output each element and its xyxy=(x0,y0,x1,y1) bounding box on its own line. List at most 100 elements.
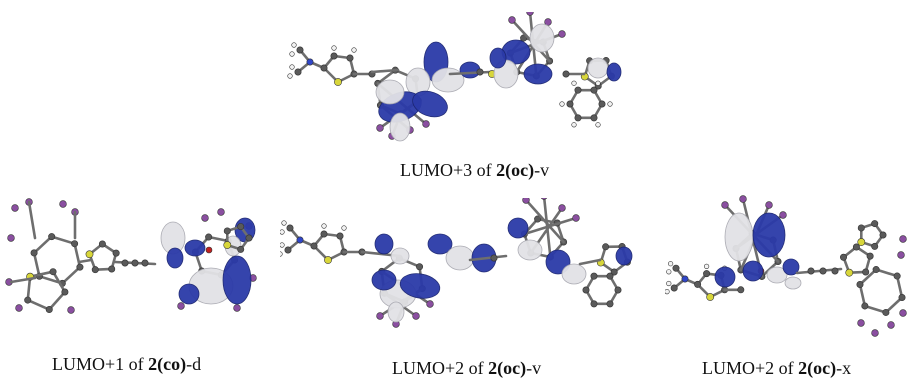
caption-compound: 2(co) xyxy=(148,354,187,374)
carbon-atom xyxy=(703,270,711,278)
orbital-lobe-negative xyxy=(529,23,555,53)
carbon-atom xyxy=(590,114,598,122)
hydrogen-atom xyxy=(703,263,710,269)
sulfur-atom xyxy=(324,256,332,264)
orbital-lobe-negative xyxy=(587,57,609,79)
fluorine-atom xyxy=(422,120,430,128)
orbital-panel-left xyxy=(5,198,275,346)
orbital-lobe-negative xyxy=(445,245,475,271)
orbital-lobe-positive xyxy=(606,62,622,82)
fluorine-atom xyxy=(522,198,530,204)
carbon-atom xyxy=(61,288,69,296)
oxygen-atom xyxy=(205,246,213,254)
bond xyxy=(32,235,53,255)
carbon-atom xyxy=(893,272,901,280)
hydrogen-atom xyxy=(281,220,287,226)
carbon-atom xyxy=(205,233,213,241)
sulfur-atom xyxy=(223,241,232,249)
fluorine-atom xyxy=(558,30,566,38)
hydrogen-atom xyxy=(595,80,601,86)
hydrogen-atom xyxy=(666,269,672,275)
carbon-atom xyxy=(598,100,606,108)
carbon-atom xyxy=(872,266,880,274)
fluorine-atom xyxy=(765,201,773,209)
orbital-lobe-positive xyxy=(714,266,736,288)
carbon-atom xyxy=(121,259,129,267)
fluorine-atom xyxy=(739,195,747,203)
carbon-atom xyxy=(330,52,338,60)
carbon-atom xyxy=(831,267,839,275)
fluorine-atom xyxy=(899,235,907,243)
orbital-lobe-positive xyxy=(742,260,764,282)
caption-prefix: LUMO+3 of xyxy=(400,160,497,180)
orbital-lobe-positive xyxy=(399,273,441,299)
carbon-atom xyxy=(856,280,864,288)
hydrogen-atom xyxy=(280,229,285,235)
carbon-atom xyxy=(737,286,745,294)
carbon-atom xyxy=(670,284,678,292)
carbon-atom xyxy=(336,232,344,240)
carbon-atom xyxy=(49,268,57,276)
orbital-lobe-positive xyxy=(752,212,786,258)
bond xyxy=(523,216,578,236)
orbital-panel-top xyxy=(280,12,630,152)
orbital-lobe-positive xyxy=(782,258,800,276)
carbon-atom xyxy=(602,243,610,251)
orbital-lobe-positive xyxy=(371,269,397,291)
carbon-atom xyxy=(24,296,32,304)
carbon-atom xyxy=(416,263,424,271)
hydrogen-atom xyxy=(571,122,577,128)
orbital-panel-right xyxy=(665,195,909,345)
orbital-lobe-positive xyxy=(178,283,200,305)
carbon-atom xyxy=(590,86,598,94)
carbon-atom xyxy=(852,243,860,251)
hydrogen-atom xyxy=(289,51,295,57)
carbon-atom xyxy=(245,234,253,242)
carbon-atom xyxy=(320,230,328,238)
caption-prefix: LUMO+2 of xyxy=(702,358,799,378)
bond xyxy=(51,270,67,294)
bond xyxy=(9,276,37,284)
orbital-lobe-positive xyxy=(412,90,448,118)
carbon-atom xyxy=(582,286,590,294)
orbital-render-lumo3-2oc-v xyxy=(287,12,622,142)
orbital-lobe-negative xyxy=(375,79,405,105)
orbital-lobe-positive xyxy=(374,233,394,255)
sulfur-atom xyxy=(857,238,866,246)
carbon-atom xyxy=(574,114,582,122)
orbital-lobe-positive xyxy=(222,255,252,305)
carbon-atom xyxy=(45,306,53,314)
caption-prefix: LUMO+1 of xyxy=(52,354,149,374)
orbital-lobe-negative xyxy=(390,247,410,265)
bond xyxy=(73,242,82,269)
orbital-lobe-positive xyxy=(489,47,507,69)
fluorine-atom xyxy=(558,204,566,212)
carbon-atom xyxy=(490,254,498,262)
hydrogen-atom xyxy=(559,101,565,107)
carbon-atom xyxy=(30,249,38,257)
bond xyxy=(578,258,602,266)
fluorine-atom xyxy=(67,306,75,314)
fluorine-atom xyxy=(217,208,225,216)
orbital-lobe-positive xyxy=(507,217,529,239)
bond xyxy=(524,198,565,244)
bond xyxy=(370,68,400,74)
hydrogen-atom xyxy=(280,242,285,248)
fluorine-atom xyxy=(15,304,23,312)
hydrogen-atom xyxy=(666,280,672,287)
hydrogen-atom xyxy=(607,101,613,107)
sulfur-atom xyxy=(85,250,94,259)
nitrogen-atom xyxy=(681,275,689,283)
orbital-lobe-negative xyxy=(389,112,411,142)
orbital-render-lumo1-2co-d xyxy=(5,198,257,314)
orbital-lobe-negative xyxy=(784,276,802,290)
carbon-atom xyxy=(871,242,879,250)
orbital-lobe-positive xyxy=(523,63,553,85)
caption-middle: LUMO+2 of 2(oc)-v xyxy=(392,358,541,379)
carbon-atom xyxy=(672,264,680,272)
hydrogen-atom xyxy=(321,223,327,229)
carbon-atom xyxy=(296,46,304,54)
bond xyxy=(32,251,41,278)
carbon-atom xyxy=(346,54,354,62)
carbon-atom xyxy=(566,100,574,108)
